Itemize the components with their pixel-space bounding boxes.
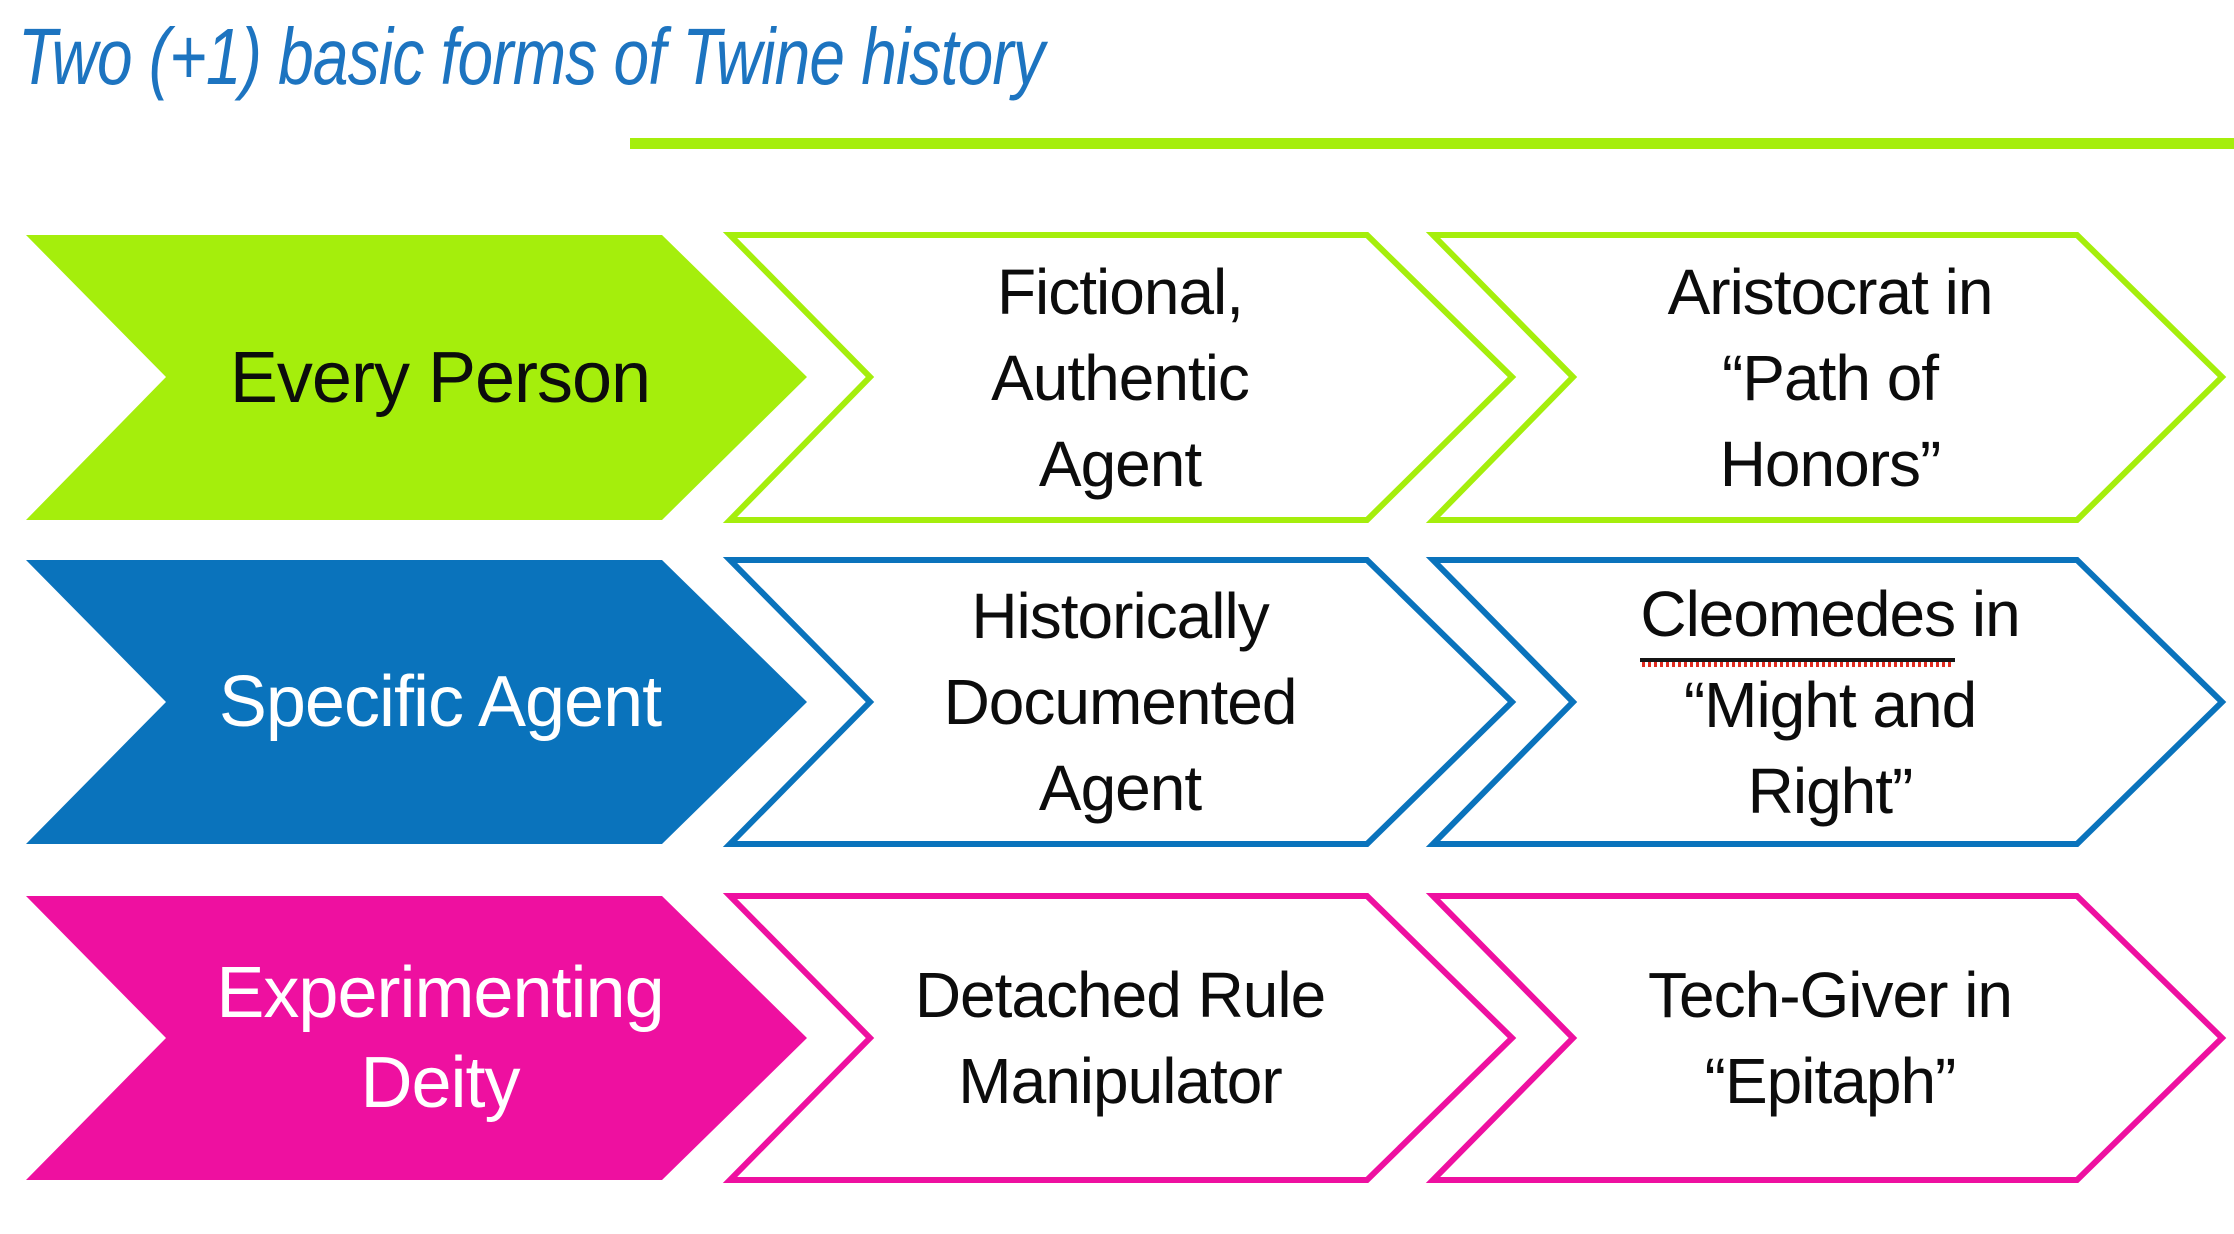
chevron-row1-step2 — [722, 232, 1517, 523]
chevron-row3-step2 — [722, 893, 1517, 1183]
label-text: Detached Rule Manipulator — [914, 959, 1326, 1117]
label-text: in — [1955, 577, 2021, 650]
spellcheck-squiggle — [1642, 661, 1954, 667]
chevron-row3-step3 — [1425, 893, 2227, 1183]
cleomedes-line: Cleomedes in — [1640, 571, 2021, 667]
label-row2-step2: Historically Documented Agent — [810, 560, 1430, 844]
label-row3-head: Experimenting Deity — [150, 896, 730, 1180]
chevron-row1-step3 — [1425, 232, 2227, 523]
label-row2-step3: Cleomedes in “Might and Right” — [1510, 560, 2150, 844]
label-row3-step3: Tech-Giver in “Epitaph” — [1510, 896, 2150, 1180]
label-text: “Might and Right” — [1683, 668, 1977, 827]
label-text: Specific Agent — [218, 662, 662, 742]
chevron-row2-step3 — [1425, 557, 2227, 847]
label-text: Every Person — [229, 337, 651, 418]
slide-title: Two (+1) basic forms of Twine history — [18, 12, 1045, 101]
label-row3-step2: Detached Rule Manipulator — [810, 896, 1430, 1180]
label-text: Aristocrat in “Path of Honors” — [1667, 255, 1994, 500]
label-text: Historically Documented Agent — [943, 580, 1298, 824]
label-row1-head: Every Person — [150, 235, 730, 520]
label-text: Cleomedes — [1640, 577, 1956, 650]
cleomedes-underlined-word: Cleomedes — [1640, 571, 1956, 667]
label-row1-step2: Fictional, Authentic Agent — [810, 235, 1430, 520]
label-text: Experimenting Deity — [216, 953, 664, 1123]
label-row2-head: Specific Agent — [150, 560, 730, 844]
label-row1-step3: Aristocrat in “Path of Honors” — [1510, 235, 2150, 520]
chevron-row2-head — [26, 560, 807, 844]
title-underline-bar — [630, 138, 2234, 149]
label-text: Fictional, Authentic Agent — [991, 255, 1250, 500]
chevron-row3-head — [26, 896, 807, 1180]
chevron-row1-head — [26, 235, 807, 520]
label-text: Tech-Giver in “Epitaph” — [1648, 959, 2013, 1117]
chevron-row2-step2 — [722, 557, 1517, 847]
